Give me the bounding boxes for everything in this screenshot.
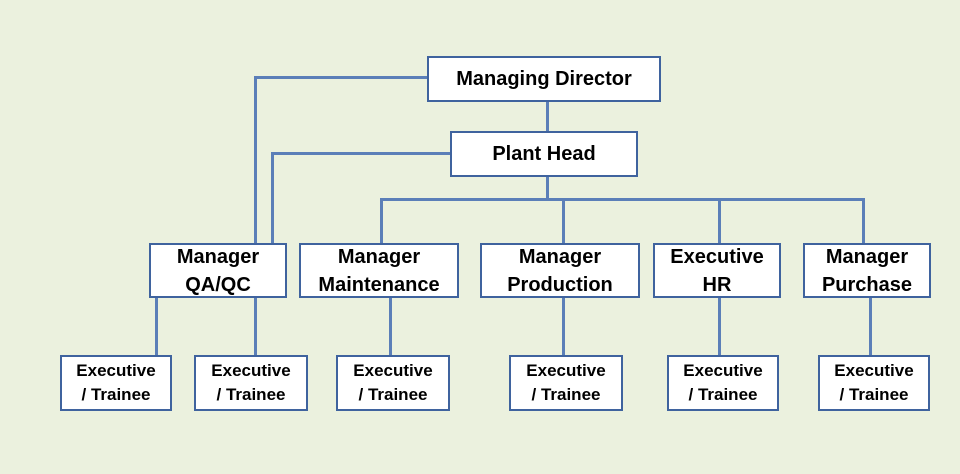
node-label-line1: Executive	[526, 361, 606, 380]
connector-md-to-qaqc-vertical	[254, 76, 257, 244]
connector-ph-down	[546, 176, 549, 200]
node-trainee: Executive / Trainee	[667, 355, 779, 411]
connector-maintenance-to-trainee	[389, 297, 392, 356]
node-label-line2: / Trainee	[216, 385, 286, 404]
node-label-line2: / Trainee	[81, 385, 151, 404]
node-label-line1: Manager	[176, 245, 260, 268]
node-trainee: Executive / Trainee	[194, 355, 308, 411]
node-label-line2: QA/QC	[185, 273, 251, 296]
node-label-line1: Executive	[211, 361, 291, 380]
node-plant-head: Plant Head	[450, 131, 638, 177]
node-label-line2: Production	[507, 273, 613, 296]
connector-managers-bus	[380, 198, 865, 201]
node-label-line1: Executive	[670, 245, 764, 268]
connector-to-production	[562, 198, 565, 244]
connector-to-maintenance	[380, 198, 383, 244]
connector-qaqc-to-trainee-2	[254, 297, 257, 356]
node-manager-qaqc: Manager QA/QC	[149, 243, 287, 298]
node-label-line2: / Trainee	[531, 385, 601, 404]
connector-hr-to-trainee	[718, 297, 721, 356]
node-label-line2: Purchase	[821, 273, 913, 296]
connector-md-to-plant-head	[546, 101, 549, 132]
node-label-line2: HR	[702, 273, 732, 296]
node-label-line1: Manager	[337, 245, 421, 268]
node-label: Plant Head	[492, 143, 596, 165]
node-label-line2: Maintenance	[318, 273, 440, 296]
node-trainee: Executive / Trainee	[60, 355, 172, 411]
node-label-line1: Executive	[353, 361, 433, 380]
node-manager-purchase: Manager Purchase	[803, 243, 931, 298]
node-label-line2: / Trainee	[688, 385, 758, 404]
connector-qaqc-to-trainee-1	[155, 297, 158, 356]
connector-purchase-to-trainee	[869, 297, 872, 356]
node-trainee: Executive / Trainee	[509, 355, 623, 411]
node-trainee: Executive / Trainee	[818, 355, 930, 411]
node-label-line1: Executive	[683, 361, 763, 380]
connector-production-to-trainee	[562, 297, 565, 356]
node-manager-production: Manager Production	[480, 243, 640, 298]
connector-ph-to-qaqc-horizontal	[271, 152, 451, 155]
node-manager-maintenance: Manager Maintenance	[299, 243, 459, 298]
node-label-line2: / Trainee	[839, 385, 909, 404]
node-label-line1: Manager	[825, 245, 909, 268]
node-label-line1: Manager	[518, 245, 602, 268]
connector-to-hr	[718, 198, 721, 244]
node-label-line1: Executive	[76, 361, 156, 380]
node-trainee: Executive / Trainee	[336, 355, 450, 411]
node-label-line1: Executive	[834, 361, 914, 380]
connector-md-to-qaqc-horizontal	[254, 76, 428, 79]
node-managing-director: Managing Director	[427, 56, 661, 102]
node-label: Managing Director	[456, 68, 632, 90]
node-label-line2: / Trainee	[358, 385, 428, 404]
connector-to-purchase	[862, 198, 865, 244]
node-executive-hr: Executive HR	[653, 243, 781, 298]
connector-ph-to-qaqc-vertical	[271, 152, 274, 244]
